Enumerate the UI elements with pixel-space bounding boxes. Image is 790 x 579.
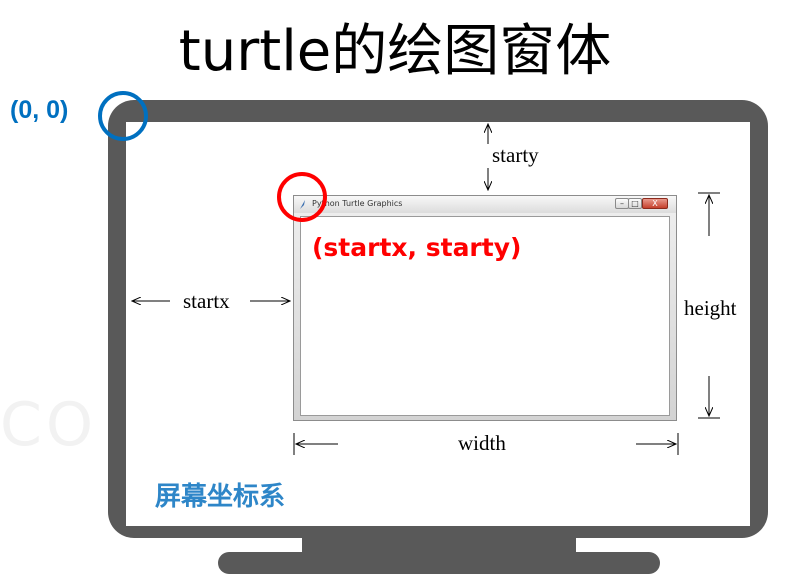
watermark: CO: [0, 390, 98, 460]
turtle-window-titlebar[interactable]: Python Turtle Graphics – □ X: [294, 196, 676, 213]
turtle-canvas[interactable]: [300, 216, 670, 416]
minimize-button[interactable]: –: [615, 198, 629, 209]
start-marker-circle: [277, 172, 327, 222]
start-position-label: (startx, starty): [312, 233, 522, 262]
turtle-window: Python Turtle Graphics – □ X: [293, 195, 677, 421]
coordinate-system-label: 屏幕坐标系: [155, 482, 286, 512]
page-title: turtle的绘图窗体: [178, 19, 612, 84]
turtle-window-title: Python Turtle Graphics: [312, 199, 403, 208]
width-label: width: [458, 431, 506, 456]
monitor-base: [218, 552, 660, 574]
height-label: height: [684, 296, 737, 321]
startx-label: startx: [183, 289, 230, 314]
origin-marker-circle: [98, 91, 148, 141]
origin-label: (0, 0): [10, 96, 69, 124]
starty-label: starty: [492, 143, 539, 168]
maximize-button[interactable]: □: [628, 198, 642, 209]
close-button[interactable]: X: [642, 198, 668, 209]
